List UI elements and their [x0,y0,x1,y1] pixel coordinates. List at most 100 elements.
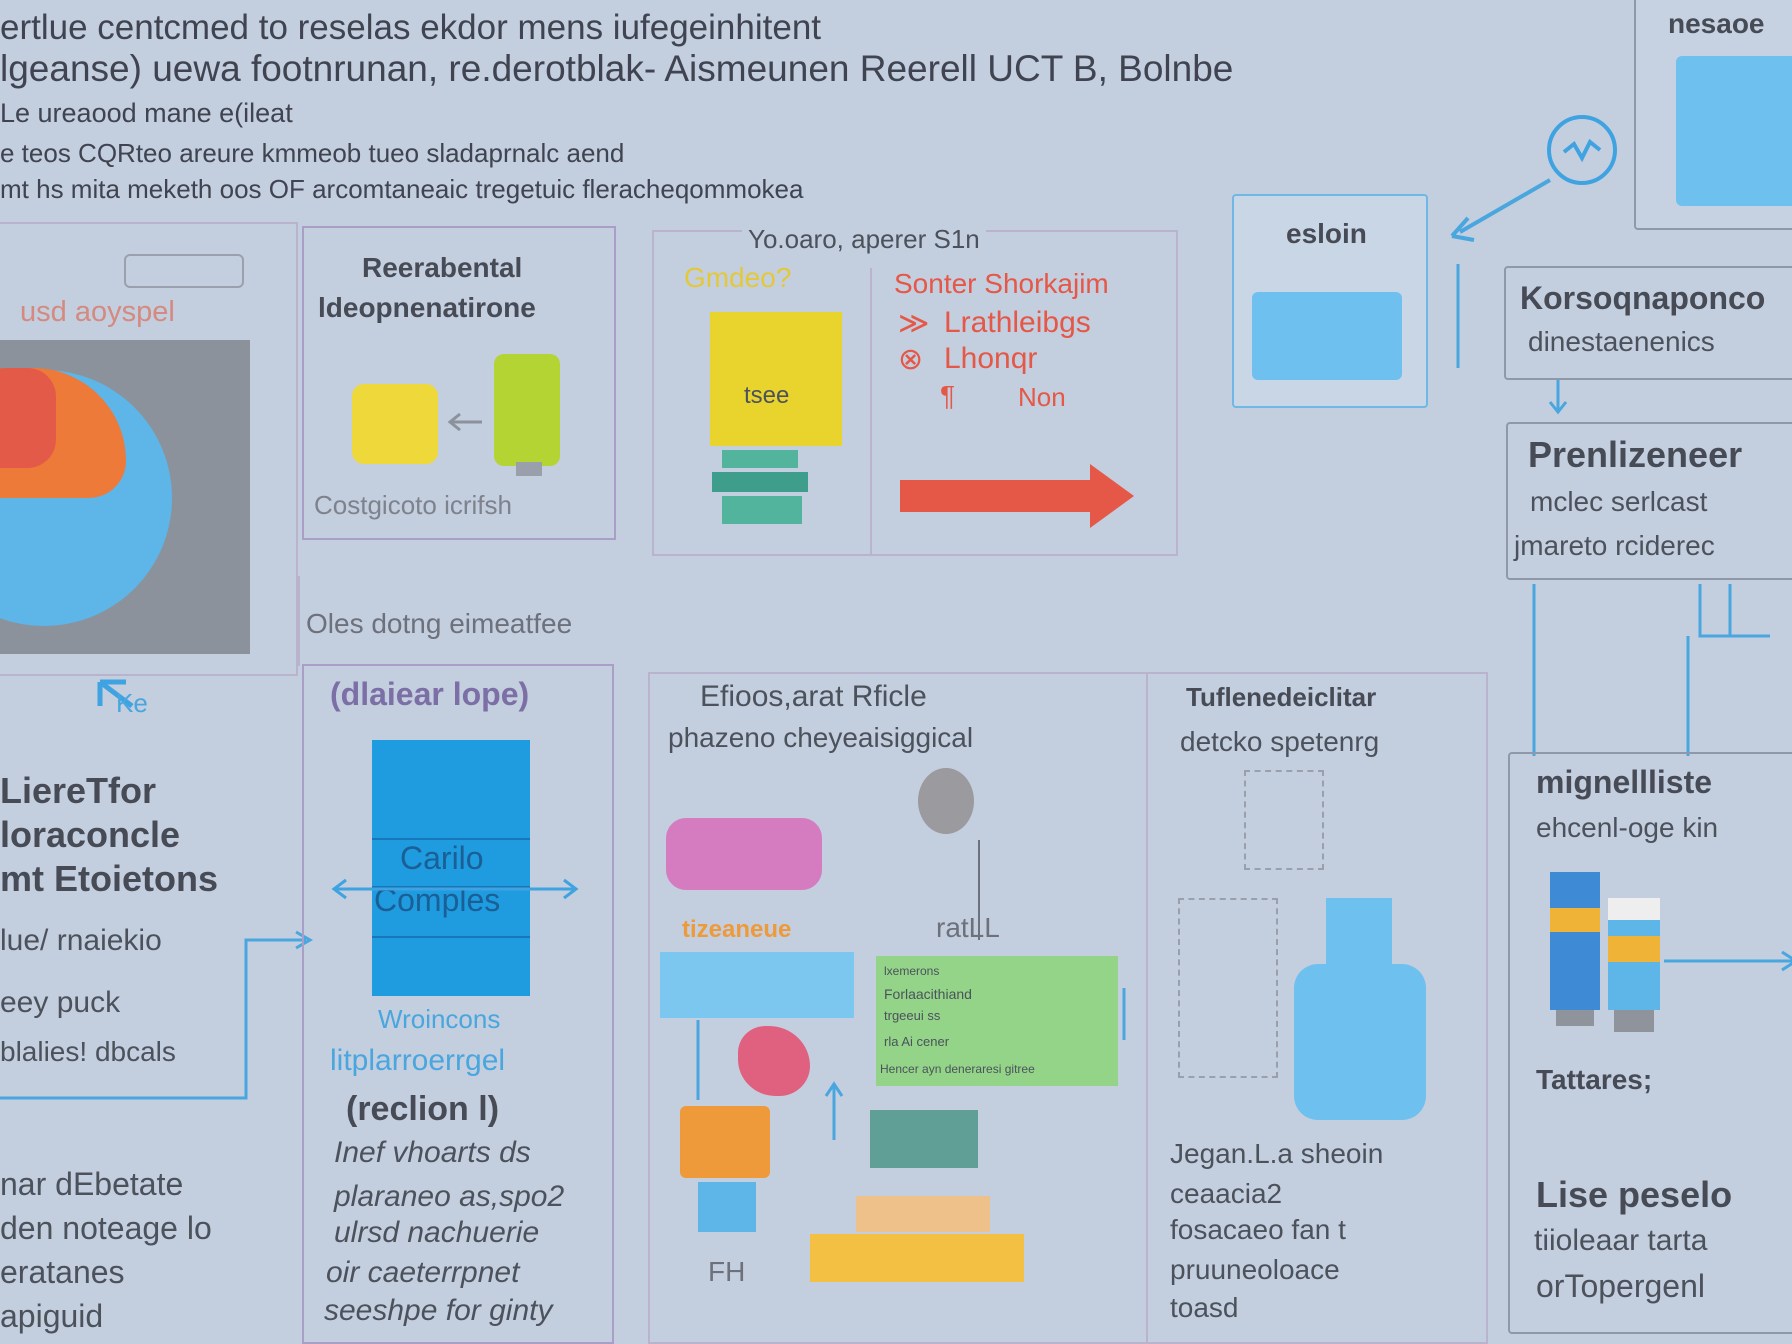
left-text-2: eey puck [0,986,121,1019]
right-arrow-down-1 [1548,380,1568,415]
blue-block-double-arrow [331,878,579,900]
right-box-2 [1506,422,1792,580]
panel-c-italic-1: Inef vhoarts ds [334,1136,531,1169]
header-line-3: Le ureaood mane e(ileat [0,98,293,128]
green-cylinder [494,354,560,466]
right-bottom-line-2: orTopergenl [1536,1268,1705,1304]
left-bottom-1: nar dEbetate [0,1166,184,1202]
header-line-1: ertlue centcmed to reselas ekdor mens iu… [0,8,822,47]
left-title-3: mt Etoietons [0,858,219,899]
panel-d-ft-label: FH [708,1256,746,1287]
panel-b-red-4: Non [1018,382,1066,412]
panel-e-text-5: toasd [1170,1292,1239,1323]
panel-e-text-4: pruuneoloace [1170,1254,1340,1285]
green-note-line-4: rla Ai cener [884,1034,950,1049]
right-box-3-text: ehcenl-oge kin [1536,812,1719,843]
panel-e-subtitle: detcko spetenrg [1180,726,1380,757]
pink-flower-icon [738,1026,810,1096]
panel-d-top-2: phazeno cheyeaisiggical [668,722,974,753]
light-blue-bar [660,952,854,1018]
yellow-cylinder [352,384,438,464]
gray-figure-icon [918,768,974,834]
panel-b-yellow-label: Gmdeo? [684,262,792,293]
panel-c-top-label: (dlaiear lope) [330,676,530,712]
right-top-box-label: esloin [1286,218,1367,249]
left-title-1: LiereTfor [0,770,157,811]
panel-e-sketch [1244,770,1324,870]
panel-b-red-icon-3: ¶ [940,380,956,411]
panel-b-top-label: Yo.oaro, aperer S1n [742,224,986,255]
left-bottom-3: eratanes [0,1254,125,1290]
yellow-stack-bottom [810,1234,1024,1282]
header-line-5: mt hs mita meketh oos OF arcomtaneaic tr… [0,174,804,204]
panel-c-italic-5: seeshpe for ginty [324,1294,553,1327]
panel-a-arrow [447,412,482,432]
green-note [876,956,1118,1086]
stack-layer-3 [722,496,802,524]
green-note-line-2: Forlaacithiand [884,986,972,1002]
right-box-2-title: Prenlizeneer [1528,434,1743,475]
green-note-line-3: trgeeui ss [884,1008,941,1023]
panel-d-connectors [696,988,1126,1140]
panel-a-title-2: ldeopnenatirone [318,292,536,323]
panel-b-divider [870,268,872,556]
panel-e-dashed-frame [1178,898,1278,1078]
left-title-2: loraconcle [0,814,181,855]
panel-b-red-1: Sonter Shorkajim [894,268,1109,299]
left-panel-tab [124,254,244,288]
panel-b-red-2: Lrathleibgs [944,306,1091,339]
left-bottom-2: den noteage lo [0,1210,212,1246]
left-arrow-icon [97,679,134,708]
right-box-1-text: dinestaenenics [1528,326,1715,357]
middle-caption: Oles dotng eimeatfee [306,608,573,639]
battery-blue [1550,872,1600,1026]
connector-arrow-top [1450,178,1552,242]
panel-d-divider [1146,672,1148,1344]
left-connector [0,930,314,1100]
panel-c-blue-2: litplarroerrgel [330,1044,506,1077]
panel-c-bracket: (reclion l) [346,1090,500,1128]
yellow-note [710,312,842,446]
right-box-connector [1456,264,1460,368]
wave-circle-icon [1547,115,1617,185]
right-column-connectors [1532,584,1770,756]
right-battery-arrow [1664,950,1792,972]
panel-d [648,672,1488,1344]
yellow-stack-top [856,1196,990,1232]
left-text-1: lue/ rnaiekio [0,924,162,957]
panel-d-orange-label: tizeaneue [682,916,792,943]
left-bottom-4: apiguid [0,1298,104,1334]
blue-block-line-1: Carilo [400,840,484,876]
pie-chart-illustration [0,340,250,654]
green-note-line-5: Hencer ayn deneraresi gitree [880,1062,1035,1076]
teal-box [870,1110,978,1168]
battery-orange [1608,898,1660,1032]
panel-a-title-1: Reerabental [362,252,523,283]
pink-cushion [666,818,822,890]
right-box-3-title: mignellliste [1536,764,1713,800]
panel-d-top-1: Efioos,arat Rficle [700,680,927,713]
stack-layer-2 [712,472,808,492]
panel-c-italic-4: oir caeterrpnet [326,1256,520,1289]
water-tank-illustration [1252,292,1402,380]
panel-a-caption: Costgicoto icrifsh [314,490,512,520]
right-box-1 [1504,266,1792,380]
stack-layer-1 [722,450,798,468]
top-right-label: nesaoe [1668,8,1765,39]
blue-bottle-body [1294,964,1426,1120]
panel-e-text-1: Jegan.L.a sheoin [1170,1138,1384,1169]
panel-e-title: Tuflenedeiclitar [1186,682,1377,712]
panel-b-red-icon-1: ≫ [898,307,930,340]
right-box-2-line-2: jmareto rciderec [1514,530,1715,561]
yellow-note-label: tsee [744,382,790,409]
panel-c-blue-1: Wroincons [378,1004,501,1034]
blue-document-block [372,740,530,996]
left-arrow-label: Ke [116,688,148,718]
right-box-1-title: Korsoqnaponco [1520,280,1766,316]
green-cylinder-cap [516,462,542,476]
header-line-2: lgeanse) uewa footnrunan, re.derotblak- … [0,48,1234,89]
blue-bottle-neck [1326,898,1392,966]
panel-d-small-label: ratLL [936,912,1000,943]
middle-divider [298,576,300,666]
right-box-2-line-1: mclec serlcast [1530,486,1708,517]
